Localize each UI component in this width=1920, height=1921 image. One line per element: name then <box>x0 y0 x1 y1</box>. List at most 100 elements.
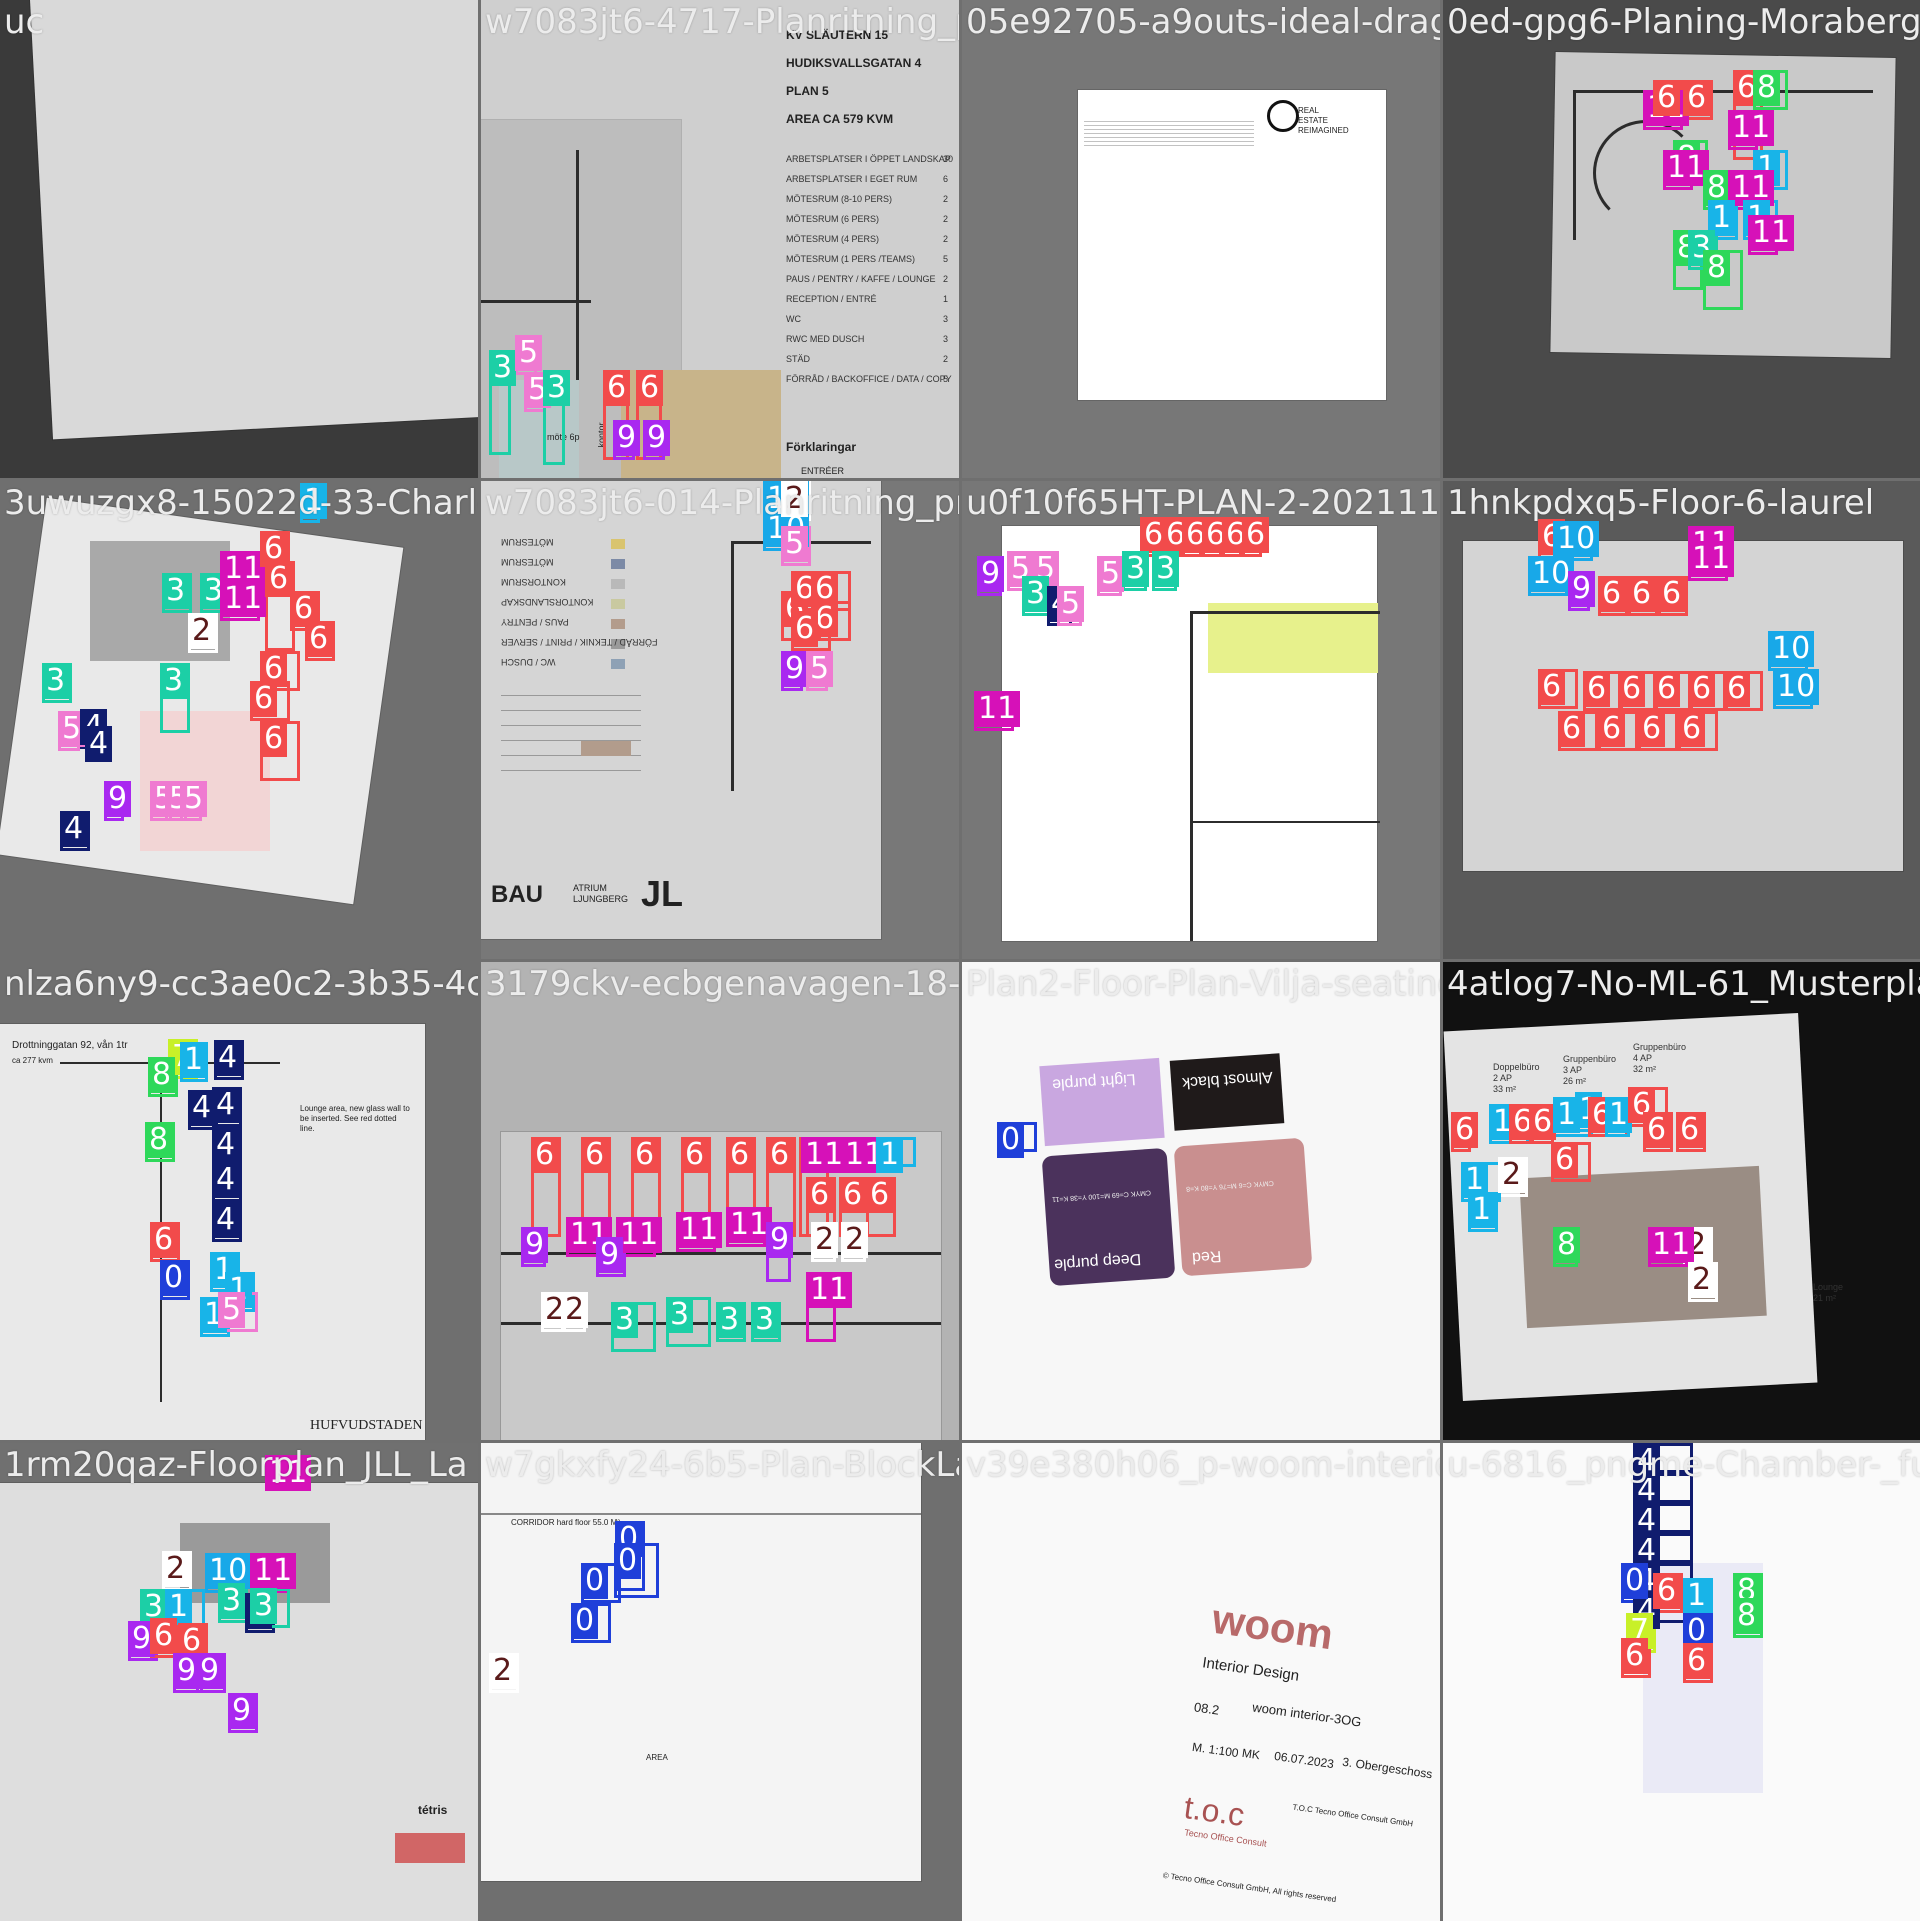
tile-caption: 3179ckv-ecbgenavagen-18-c1 <box>485 964 959 1004</box>
tile-0: uc <box>0 0 478 478</box>
schedule-count: 3 <box>943 334 949 344</box>
class-label-tag: 6 <box>1529 1104 1557 1140</box>
schedule-item: MÖTESRUM (6 PERS) <box>786 214 880 224</box>
area-label: AREA <box>646 1753 668 1762</box>
doc-floor: PLAN 5 <box>786 84 829 98</box>
class-label-tag: 4 <box>212 1202 240 1238</box>
class-label-tag: 8 <box>1553 1227 1581 1263</box>
class-label-tag: 6 <box>1683 80 1711 116</box>
corridor-label: CORRIDOR hard floor 55.0 M² <box>511 1518 620 1527</box>
schedule-count: 2 <box>943 234 949 244</box>
class-label-tag: 4 <box>214 1040 242 1076</box>
tile-caption: 3uwuzgx8-15022d-33-Charlotte-Fest-Plan <box>4 483 478 523</box>
class-label-tag: 6 <box>581 1137 609 1173</box>
tile-2: REAL ESTATE REIMAGINED 05e92705-a9outs-i… <box>962 0 1440 478</box>
class-label-tag: 6 <box>1628 576 1656 612</box>
class-label-tag: 0 <box>614 1543 642 1579</box>
class-label-tag: 9 <box>521 1227 549 1263</box>
class-label-tag: 3 <box>42 663 70 699</box>
schedule-count: 3 <box>943 314 949 324</box>
swatch-almost-black <box>1169 1053 1285 1131</box>
schedule-item: ARBETSPLATSER I EGET RUM <box>786 174 918 184</box>
tile-15: u-6816_pngme-Chamber-_fu 444444061887066 <box>1443 1443 1920 1921</box>
tile-caption: nlza6ny9-cc3ae0c2-3b35-4c3-1795-cke-dbg <box>4 964 478 1004</box>
class-label-tag: 6 <box>1658 576 1686 612</box>
class-label-tag: 6 <box>1551 1142 1579 1178</box>
schedule-item: ARBETSPLATSER I ÖPPET LANDSKAP <box>786 154 951 164</box>
legend-title: Förklaringar <box>786 440 857 454</box>
room-label: 4 AP <box>1633 1053 1653 1063</box>
class-label-tag: 6 <box>1598 711 1626 747</box>
class-label-tag: 6 <box>250 681 278 717</box>
doc-title: Drottninggatan 92, vån 1tr <box>12 1040 128 1051</box>
schedule-item: FÖRRÅD / BACKOFFICE / DATA / COPY <box>786 374 952 384</box>
doc-area: ca 277 kvm <box>12 1056 53 1065</box>
plan-author: MK <box>1241 1745 1261 1763</box>
class-label-tag: 6 <box>631 1137 659 1173</box>
class-label-tag: 3 <box>1122 551 1150 587</box>
tile-3: 0ed-gpg6-Planing-Moraberg_ 1166688111118… <box>1443 0 1920 478</box>
class-label-tag: 5 <box>1097 556 1125 592</box>
class-label-tag: 2 <box>811 1222 839 1258</box>
class-label-tag: 11 <box>1728 110 1775 146</box>
class-label-tag: 8 <box>1703 250 1731 286</box>
class-label-tag: 5 <box>806 651 834 687</box>
class-label-tag: 3 <box>666 1297 694 1333</box>
plan-sheet <box>481 1443 921 1881</box>
class-label-tag: 6 <box>1643 1112 1671 1148</box>
schedule-item: MÖTESRUM (8-10 PERS) <box>786 194 893 204</box>
class-label-tag: 3 <box>140 1589 168 1625</box>
class-label-tag: 0 <box>571 1603 599 1639</box>
class-label-tag: 4 <box>60 811 88 847</box>
class-label-tag: 9 <box>596 1237 624 1273</box>
schedule-count: 5 <box>943 254 949 264</box>
class-label-tag: 6 <box>1583 671 1611 707</box>
class-label-tag: 6 <box>1653 80 1681 116</box>
room-label: 3 AP <box>1563 1065 1583 1075</box>
swatch-label: Red <box>1191 1246 1222 1267</box>
floorplan-scan <box>30 0 478 440</box>
class-label-tag: 1 <box>300 483 328 519</box>
class-label-tag: 0 <box>160 1260 188 1296</box>
room-label: Gruppenbüro <box>1563 1054 1617 1064</box>
schedule-count: 2 <box>943 274 949 284</box>
class-label-tag: 6 <box>766 1137 794 1173</box>
brand-atrium: ATRIUM LJUNGBERG <box>573 883 629 904</box>
class-label-tag: 11 <box>1748 215 1795 251</box>
class-label-tag: 11 <box>616 1217 663 1253</box>
class-label-tag: 5 <box>781 526 809 562</box>
class-label-tag: 6 <box>260 721 288 757</box>
class-label-tag: 3 <box>489 350 517 386</box>
class-label-tag: 5 <box>180 781 208 817</box>
class-label-tag: 11 <box>220 581 267 617</box>
class-label-tag: 2 <box>841 1222 869 1258</box>
room-label: 2 AP <box>1493 1073 1513 1083</box>
legend-label: KONTORSRUM <box>501 577 566 587</box>
tile-4: 3uwuzgx8-15022d-33-Charlotte-Fest-Plan 1… <box>0 481 478 959</box>
class-label-tag: 8 <box>1733 1598 1761 1634</box>
schedule-item: WC <box>786 314 801 324</box>
legend-label: KONTORSLANDSKAP <box>501 597 594 607</box>
class-label-tag: 10 <box>1528 556 1575 592</box>
class-label-tag: 1 <box>1605 1097 1633 1133</box>
class-label-tag: 6 <box>1621 1638 1649 1674</box>
room-label: 33 m² <box>1493 1084 1517 1094</box>
legend-entry: ENTRÉER <box>801 466 845 476</box>
class-label-tag: 6 <box>806 1177 834 1213</box>
class-label-tag: 11 <box>974 691 1021 727</box>
class-label-tag: 2 <box>162 1551 190 1587</box>
room-label: 32 m² <box>1633 1064 1657 1074</box>
class-label-tag: 8 <box>1753 70 1781 106</box>
legend-label: MÖTESRUM <box>501 537 554 547</box>
legend-swatch <box>611 639 625 649</box>
class-label-tag: 6 <box>1676 1112 1704 1148</box>
class-label-tag: 6 <box>1242 517 1270 553</box>
tile-caption: u0f10f65HT-PLAN-2-2021110-HTKAST <box>966 483 1440 523</box>
tile-10: Light purple Almost black Deep purple Re… <box>962 962 1440 1440</box>
legend-swatch <box>611 619 625 629</box>
tile-6: u0f10f65HT-PLAN-2-2021110-HTKAST 6666669… <box>962 481 1440 959</box>
class-label-tag: 9 <box>228 1693 256 1729</box>
floor-table <box>501 681 641 781</box>
class-label-tag: 3 <box>250 1588 278 1624</box>
